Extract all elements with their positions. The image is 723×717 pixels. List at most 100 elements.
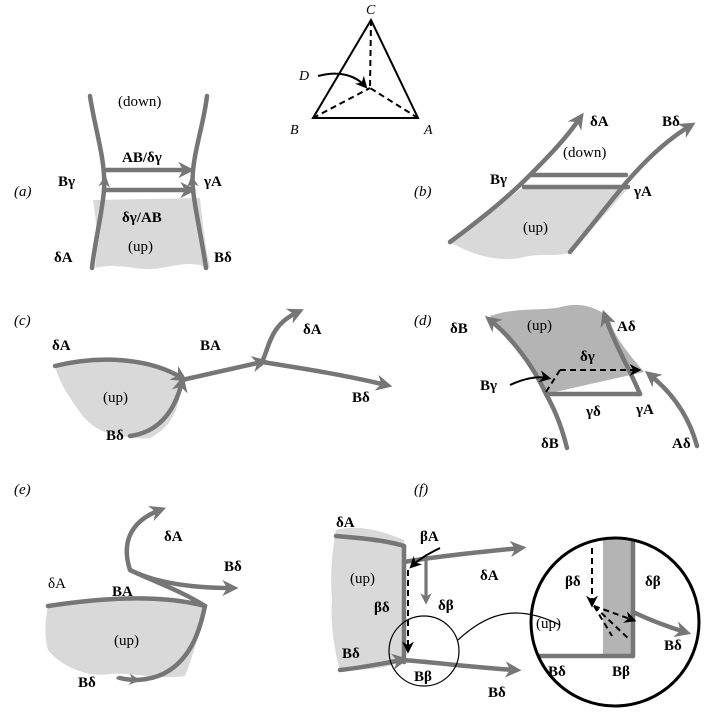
tetra-pointer-arrow	[317, 72, 368, 89]
panel-d-label: (d)	[414, 313, 432, 329]
panel-e-top-curve	[124, 505, 208, 609]
panel-f-bottom-left-curve	[337, 653, 409, 673]
zoom-circle	[529, 536, 701, 708]
tetra-vertex-a: A	[423, 123, 433, 138]
panel-a-up-region	[93, 198, 210, 269]
panel-b-top-right: Bδ	[662, 114, 680, 130]
panel-f-zoom-inset: βδ δβ (up) Bδ Bβ Bδ	[529, 536, 701, 708]
zoom-dashed-right	[593, 605, 637, 623]
panel-f-zoom-circle-small	[388, 615, 460, 687]
panel-d: (d) δB (up) Aδ δγ Bγ γδ γA δB Aδ	[414, 304, 700, 452]
panel-f-region-up: (up)	[350, 571, 375, 587]
panel-a-region-up: (up)	[128, 239, 153, 255]
panel-b-left-curve	[447, 112, 584, 245]
tetra-outline	[311, 17, 420, 119]
zoom-bottom-center: Bβ	[612, 664, 630, 680]
panel-f-pointer-top: βA	[420, 529, 439, 545]
zoom-dashed-inner	[593, 605, 613, 637]
panel-d-bottom-right: Aδ	[672, 436, 691, 452]
panel-d-dashed-short	[545, 369, 561, 393]
panel-d-top-right: Aδ	[617, 319, 636, 335]
panel-f-zoom-connector	[457, 612, 561, 641]
panel-c: (c) δA (up) Bδ BA δA Bδ	[14, 308, 393, 444]
panel-f-left-bottom: Bδ	[342, 646, 360, 662]
panel-b-top-left: δA	[590, 114, 609, 130]
zoom-right-label: δβ	[645, 574, 661, 590]
panel-f-label: (f)	[414, 482, 428, 498]
tetra-vertex-d: D	[298, 69, 309, 84]
panel-b-right-curve	[567, 122, 696, 255]
panel-e-right: Bδ	[224, 559, 242, 575]
panel-e-label: (e)	[14, 482, 31, 498]
panel-f-bottom-center: Bβ	[414, 669, 432, 685]
zoom-region-up: (up)	[536, 616, 561, 632]
zoom-left-label: βδ	[565, 574, 581, 590]
panel-e-top: δA	[164, 529, 183, 545]
zoom-shaded-band	[603, 538, 633, 656]
panel-a: (a) (down) AB/δγ δγ/AB (up) Bγ γA δA Bδ	[14, 93, 232, 271]
panel-a-left-upper: Bγ	[58, 174, 75, 190]
panel-c-branch-right-label: Bδ	[352, 390, 370, 406]
panel-a-right-lower: Bδ	[214, 250, 232, 266]
panel-e-up-region	[45, 599, 205, 678]
zoom-bottom-left: Bδ	[548, 664, 566, 680]
panel-a-edge-bottom: δγ/AB	[122, 210, 162, 226]
tetra-hidden-edges	[312, 19, 419, 119]
panel-d-lower-right-curve	[644, 370, 700, 449]
panel-b-region-up: (up)	[523, 220, 548, 236]
panel-b-region-down: (down)	[563, 145, 606, 161]
panel-a-region-down: (down)	[118, 94, 161, 110]
panel-d-top-left: δB	[450, 321, 468, 337]
panel-e-bottom: Bδ	[78, 675, 96, 691]
panel-f-bottom-right: Bδ	[488, 685, 506, 701]
panel-f-center-mid: δβ	[438, 598, 454, 614]
panel-d-bottom-left: δB	[541, 436, 559, 452]
tetrahedron-diagram: C D B A	[290, 3, 433, 138]
panel-a-right-arrow	[187, 175, 199, 198]
panel-c-left-bottom: Bδ	[106, 428, 124, 444]
panel-f-left-top: δA	[336, 515, 355, 531]
panel-c-label: (c)	[14, 313, 31, 329]
panel-a-left-lower: δA	[54, 250, 73, 266]
panel-d-center: δγ	[580, 349, 595, 365]
panel-f-left-mid: βδ	[374, 600, 390, 616]
panel-a-edge-top: AB/δγ	[122, 150, 162, 166]
panel-e-left: δA	[48, 576, 66, 592]
panel-f-top-left-curve	[333, 533, 407, 549]
panel-c-up-region	[55, 360, 182, 439]
panel-d-right-mid: γA	[635, 402, 654, 418]
tetra-vertex-c: C	[366, 3, 376, 18]
panel-c-branch-top-label: δA	[303, 322, 322, 338]
panel-e-region-up: (up)	[114, 633, 139, 649]
panel-e-left-edge	[45, 596, 208, 609]
zoom-dashed-diag	[593, 605, 631, 641]
panel-c-branch-right	[259, 359, 393, 391]
panel-e-right-curve	[127, 567, 239, 597]
panel-c-branch-top	[259, 308, 304, 365]
panel-d-region-up: (up)	[527, 318, 552, 334]
panel-e-bottom-arrow	[116, 673, 141, 685]
panel-b-up-region	[450, 186, 630, 260]
panel-c-left-top: δA	[52, 338, 71, 354]
panel-f-bottom-right-curve	[401, 657, 522, 678]
panel-b-right-mid: γA	[633, 184, 652, 200]
panel-c-middle-edge	[179, 356, 269, 383]
panel-d-pointer-label: Bγ	[480, 378, 497, 394]
panel-f-up-region	[331, 527, 404, 670]
panel-c-middle: BA	[200, 338, 221, 354]
panel-c-left-top-curve	[52, 357, 188, 382]
panel-e-middle: BA	[112, 584, 133, 600]
panel-f-top-right-curve	[401, 540, 527, 565]
panel-f: (f) δA βA δA (up) βδ δβ Bδ Bβ Bδ	[331, 482, 561, 701]
panel-f-pointer	[409, 547, 441, 569]
panel-d-right-curve	[600, 309, 643, 397]
zoom-bottom-right: Bδ	[664, 638, 682, 654]
tetra-vertex-b: B	[290, 123, 299, 138]
panel-a-right-upper: γA	[203, 174, 222, 190]
panel-a-left-arrow	[98, 175, 110, 198]
panel-b-left-mid: Bγ	[490, 172, 507, 188]
panel-c-region-up: (up)	[103, 390, 128, 406]
zoom-right-curve	[630, 609, 692, 637]
panel-c-left-bottom-curve	[127, 375, 188, 439]
